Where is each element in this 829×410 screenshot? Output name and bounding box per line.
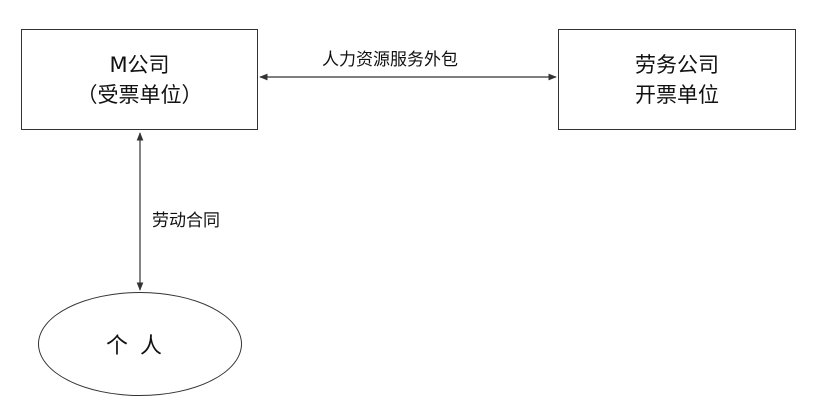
labor-company-role: 开票单位 — [635, 82, 719, 107]
m-company-role: （受票单位） — [76, 82, 203, 107]
labor-contract-label: 劳动合同 — [152, 211, 220, 231]
individual-label: 个人 — [105, 334, 174, 359]
outsourcing-label: 人力资源服务外包 — [322, 50, 458, 70]
m-company-node: M公司 （受票单位） — [21, 29, 258, 130]
individual-node: 个人 — [38, 292, 242, 396]
labor-company-node: 劳务公司 开票单位 — [558, 29, 796, 130]
m-company-name: M公司 — [109, 52, 170, 77]
labor-company-name: 劳务公司 — [635, 52, 719, 77]
